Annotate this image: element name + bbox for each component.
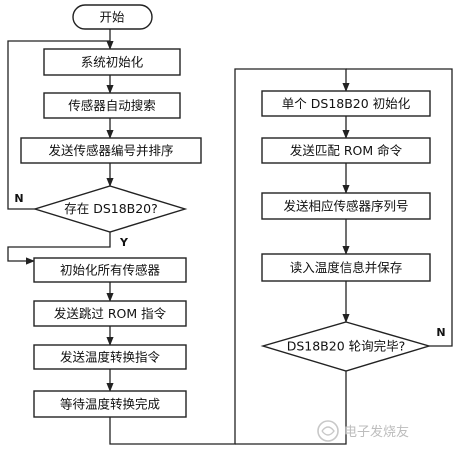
step-label-system-init: 系统初始化: [81, 55, 144, 70]
step-box-match-rom: [261, 137, 431, 164]
decision-diamond-done: [260, 321, 432, 372]
check-exists-node: 存在 DS18B20?: [32, 185, 188, 233]
decision-label-exists: 存在 DS18B20?: [64, 201, 158, 216]
step-label-skip-rom: 发送跳过 ROM 指令: [54, 306, 167, 321]
arrow-no-loop-back: [7, 40, 110, 210]
step-box-temp-convert: [33, 344, 187, 370]
step-box-sensor-search: [43, 92, 181, 119]
step-box-send-serial: [261, 192, 431, 220]
edge-label-no-right: N: [436, 326, 445, 339]
watermark-logo-mark: [321, 426, 335, 436]
check-done-node: DS18B20 轮询完毕?: [260, 321, 432, 372]
connectors: [7, 29, 453, 445]
step-label-single-init: 单个 DS18B20 初始化: [282, 96, 411, 111]
arrow-yes-to-all-init: [7, 232, 111, 265]
arrow-done-exit: [235, 371, 347, 445]
arrow-wait-to-single-init: [109, 68, 350, 445]
left-steps-group: 系统初始化 传感器自动搜索 发送传感器编号并排序: [20, 48, 202, 164]
decision-label-done: DS18B20 轮询完毕?: [287, 339, 406, 354]
step-box-send-sort: [20, 137, 202, 164]
step-box-system-init: [43, 48, 181, 76]
step-label-send-serial: 发送相应传感器序列号: [283, 199, 408, 214]
step-box-single-init: [261, 90, 431, 117]
watermark-text: 电子发烧友: [344, 424, 409, 440]
edge-label-no-left: N: [14, 192, 23, 205]
step-box-read-temp: [261, 253, 431, 282]
step-label-send-sort: 发送传感器编号并排序: [48, 143, 173, 158]
start-label: 开始: [99, 10, 125, 25]
step-label-wait-convert: 等待温度转换完成: [60, 397, 160, 412]
step-label-match-rom: 发送匹配 ROM 命令: [290, 143, 403, 158]
start-node: 开始: [72, 4, 153, 30]
watermark-logo-icon: [317, 420, 339, 442]
step-box-wait-convert: [33, 390, 187, 418]
left-steps-after-group: 初始化所有传感器 发送跳过 ROM 指令 发送温度转换指令 等待温度转换完成: [33, 257, 187, 418]
step-label-read-temp: 读入温度信息并保存: [290, 260, 403, 275]
edge-label-yes: Y: [119, 236, 129, 249]
step-label-init-all: 初始化所有传感器: [60, 263, 161, 278]
step-box-skip-rom: [33, 300, 187, 327]
watermark: 电子发烧友: [317, 420, 409, 442]
step-box-init-all: [33, 257, 187, 283]
start-terminal: [72, 4, 153, 30]
right-steps-group: 单个 DS18B20 初始化 发送匹配 ROM 命令 发送相应传感器序列号 读入…: [261, 90, 431, 282]
step-label-temp-convert: 发送温度转换指令: [60, 350, 161, 365]
step-label-sensor-search: 传感器自动搜索: [68, 98, 156, 113]
arrow-no-loop-right: [346, 68, 453, 347]
decision-diamond-exists: [32, 185, 188, 233]
